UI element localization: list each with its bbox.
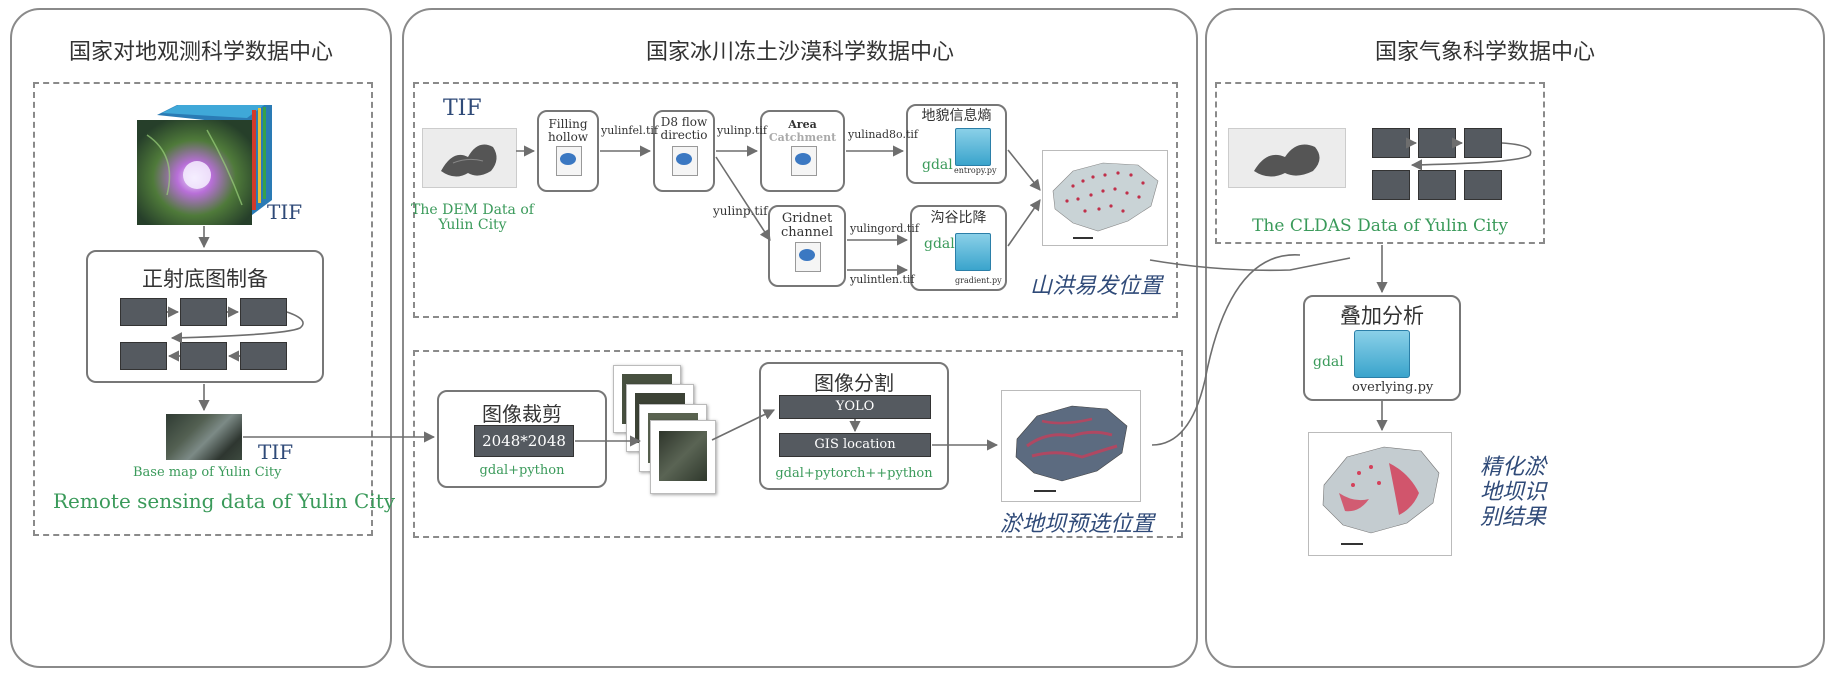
ortho-step-6 (240, 342, 287, 370)
panel-title-earth-observation: 国家对地观测科学数据中心 (68, 40, 333, 65)
ortho-step-4 (120, 342, 167, 370)
gridnet-line-1: Gridnet (781, 211, 833, 226)
cpp-file-icon (791, 146, 817, 176)
dem-map-image (422, 128, 517, 188)
ortho-step-3 (240, 298, 287, 326)
right-dashed-frame (1215, 82, 1545, 244)
yolo-bar: YOLO (779, 395, 931, 419)
notepad-icon (955, 128, 991, 166)
cldas-caption: The CLDAS Data of Yulin City (1252, 216, 1508, 236)
remote-sensing-caption: Remote sensing data of Yulin City (53, 489, 396, 513)
flood-prone-caption: 山洪易发位置 (1030, 274, 1163, 299)
dem-caption: The DEM Data of Yulin City (410, 203, 535, 233)
d8-flow-direction-title: D8 flow directio (653, 116, 715, 142)
overlay-file-label: overlying.py (1352, 380, 1434, 395)
crop-tool-label: gdal+python (479, 463, 565, 478)
cldas-step-3 (1464, 128, 1502, 158)
cldas-step-6 (1464, 170, 1502, 200)
image-tile-4 (650, 420, 716, 494)
image-crop-title: 图像裁剪 (482, 402, 562, 426)
dam-candidate-caption: 淤地坝预选位置 (1000, 512, 1155, 537)
entropy-file-label: entropy.py (954, 166, 997, 175)
hyperspectral-cube-image (137, 103, 272, 225)
cldas-step-2 (1418, 128, 1456, 158)
cldas-step-1 (1372, 128, 1410, 158)
overlay-analysis-title: 叠加分析 (1340, 304, 1424, 328)
cpp-file-icon (672, 146, 698, 176)
mid-top-dashed-frame (413, 82, 1178, 318)
base-map-caption: Base map of Yulin City (133, 465, 282, 480)
dem-caption-line-2: Yulin City (438, 217, 507, 233)
final-line-1: 精化淤 (1480, 455, 1547, 480)
filling-hollow-line-1: Filling (548, 117, 588, 131)
mid-bottom-dashed-frame (413, 350, 1183, 538)
tif-label-top: TIF (267, 200, 303, 224)
cldas-map-image (1228, 128, 1346, 188)
gradient-file-label: gradient.py (955, 276, 1002, 285)
crop-size-bar: 2048*2048 (474, 425, 574, 457)
arrow-label-yulinad8o: yulinad8o.tif (848, 128, 918, 141)
panel-title-glacier-center: 国家冰川冻土沙漠科学数据中心 (645, 40, 954, 65)
valley-gradient-title: 沟谷比降 (930, 210, 987, 226)
arrow-label-yulingord: yulingord.tif (850, 222, 919, 235)
d8-line-2: directio (660, 128, 708, 142)
arrow-label-yulintlen: yulintlen.tif (850, 273, 915, 286)
ortho-preparation-title: 正射底图制备 (142, 267, 268, 291)
left-dashed-frame (33, 82, 373, 536)
gdal-label-overlay: gdal (1313, 354, 1344, 370)
landform-entropy-title: 地貌信息熵 (921, 108, 992, 124)
area-line-1: Area (788, 118, 817, 131)
flood-prone-map (1042, 150, 1168, 246)
notepad-icon (955, 233, 991, 271)
arrow-label-yulinp-a: yulinp.tif (717, 124, 767, 137)
cldas-step-4 (1372, 170, 1410, 200)
ortho-step-2 (180, 298, 227, 326)
ortho-step-1 (120, 298, 167, 326)
final-line-2: 地坝识 (1480, 480, 1547, 505)
gdal-label-gradient: gdal (924, 236, 955, 252)
area-catchment-title: Area Catchment (760, 118, 845, 144)
dem-caption-line-1: The DEM Data of (411, 202, 534, 218)
panel-title-meteorology: 国家气象科学数据中心 (1374, 40, 1595, 65)
final-dam-map (1308, 432, 1452, 556)
d8-line-1: D8 flow (660, 115, 708, 129)
arrow-label-yulinfel: yulinfel.tif (601, 124, 659, 137)
filling-hollow-line-2: hollow (547, 130, 589, 144)
tif-label-bottom: TIF (258, 440, 294, 464)
segmentation-tool-label: gdal+pytorch++python (775, 466, 933, 481)
dem-tif-label: TIF (443, 96, 482, 121)
gis-extraction-bar: GIS location extraction (779, 433, 931, 474)
cldas-step-5 (1418, 170, 1456, 200)
gridnet-line-2: channel (781, 225, 833, 240)
gdal-label-entropy: gdal (922, 157, 953, 173)
cpp-file-icon (556, 146, 582, 176)
filling-hollow-title: Filling hollow (537, 118, 599, 144)
final-result-caption: 精化淤 地坝识 别结果 (1480, 455, 1546, 530)
area-line-2: Catchment (768, 131, 837, 144)
gridnet-channel-title: Gridnet channel (768, 212, 846, 240)
base-map-image (166, 414, 242, 460)
ortho-step-5 (180, 342, 227, 370)
dam-candidate-map (1001, 390, 1141, 502)
cpp-file-icon (795, 242, 821, 272)
image-segmentation-title: 图像分割 (814, 371, 894, 395)
notepad-icon (1354, 330, 1410, 378)
final-line-3: 别结果 (1480, 505, 1547, 530)
